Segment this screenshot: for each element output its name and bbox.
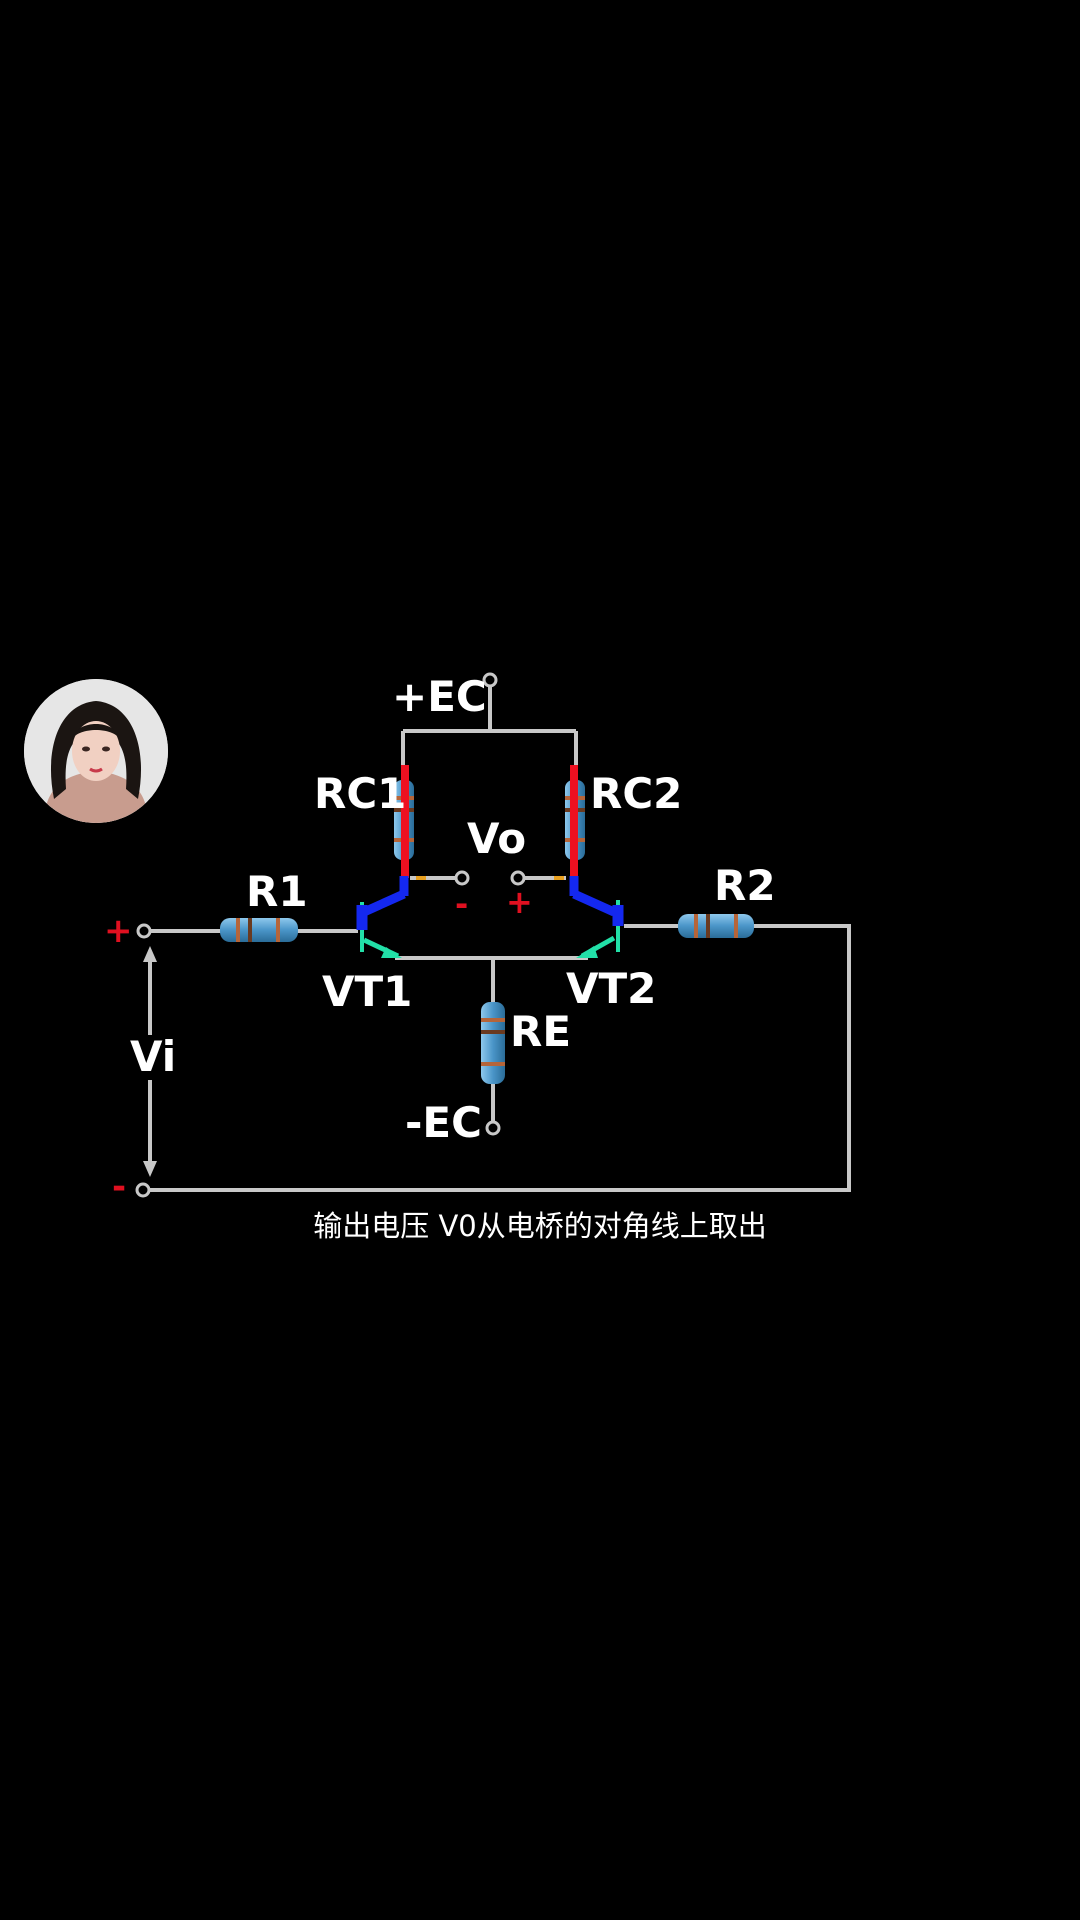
terminals [135, 672, 526, 1198]
terminal-vo-right [510, 870, 526, 886]
vo-nub-left [416, 876, 426, 880]
caption-subtitle: 输出电压 V0从电桥的对角线上取出 [313, 1209, 767, 1243]
polarity-vo-left: - [455, 885, 469, 923]
transistor-vt1 [356, 876, 409, 959]
presenter-avatar [24, 679, 168, 823]
vo-nub-right [554, 876, 564, 880]
label-re: RE [510, 1007, 572, 1056]
polarity-input-top: + [104, 911, 133, 951]
resistor-r2 [678, 914, 754, 938]
wire-return [150, 924, 851, 1192]
vi-arrow-head-up [143, 946, 157, 962]
presenter-icon [24, 679, 168, 823]
label-neg-ec: -EC [405, 1098, 482, 1147]
label-vi: Vi [130, 1032, 177, 1081]
polarity-input-bottom: - [112, 1167, 127, 1207]
label-r1: R1 [246, 867, 308, 916]
resistor-rc2 [565, 765, 585, 878]
terminal-pos-ec [482, 672, 498, 688]
terminal-input-bottom [135, 1182, 151, 1198]
label-rc2: RC2 [590, 769, 683, 818]
terminal-neg-ec [485, 1120, 501, 1136]
label-vt2: VT2 [566, 964, 657, 1013]
terminal-vo-left [454, 870, 470, 886]
resistor-rc1 [394, 765, 414, 878]
resistor-re [481, 1002, 505, 1084]
resistor-r1 [220, 918, 298, 942]
label-r2: R2 [714, 861, 776, 910]
wires [148, 682, 851, 1192]
vi-arrow-head-down [143, 1161, 157, 1177]
polarity-vo-right: + [506, 883, 533, 921]
label-vt1: VT1 [322, 967, 413, 1016]
label-rc1: RC1 [314, 769, 407, 818]
transistor-vt2 [569, 876, 624, 959]
terminal-input-top [136, 923, 152, 939]
label-pos-ec: +EC [392, 672, 487, 721]
label-vo: Vo [467, 814, 527, 863]
